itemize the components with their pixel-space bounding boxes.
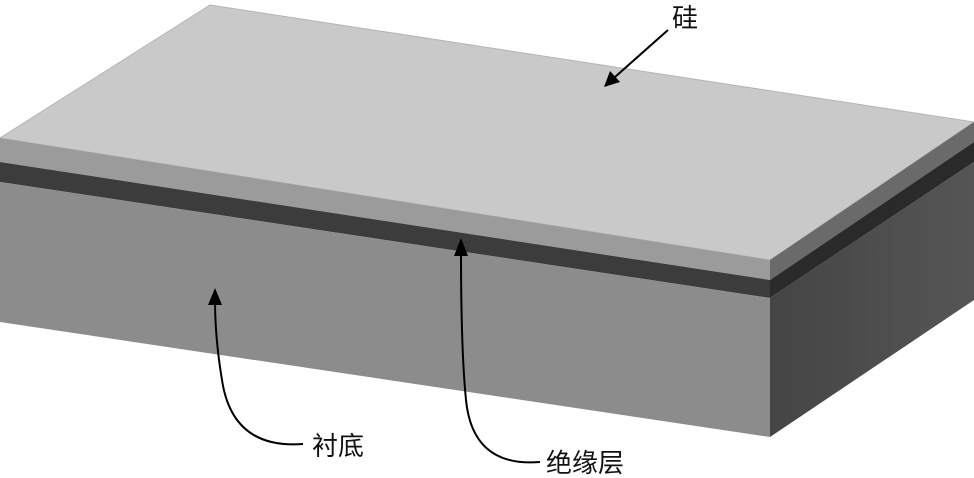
substrate-front <box>0 182 770 437</box>
label-substrate: 衬底 <box>312 432 364 462</box>
substrate-leader-line <box>214 299 304 446</box>
substrate-arrowhead <box>208 288 222 305</box>
insulator-arrowhead <box>454 238 468 256</box>
insulator-layer-side <box>770 142 974 298</box>
silicon-layer-side <box>770 122 974 280</box>
silicon-layer-front <box>0 138 770 280</box>
label-insulator: 绝缘层 <box>546 449 624 478</box>
label-silicon: 硅 <box>672 4 698 34</box>
insulator-layer-front <box>0 162 770 298</box>
silicon-leader-line <box>614 29 669 78</box>
insulator-leader-line <box>460 251 541 464</box>
substrate-side <box>770 162 974 437</box>
silicon-arrowhead <box>604 71 620 87</box>
